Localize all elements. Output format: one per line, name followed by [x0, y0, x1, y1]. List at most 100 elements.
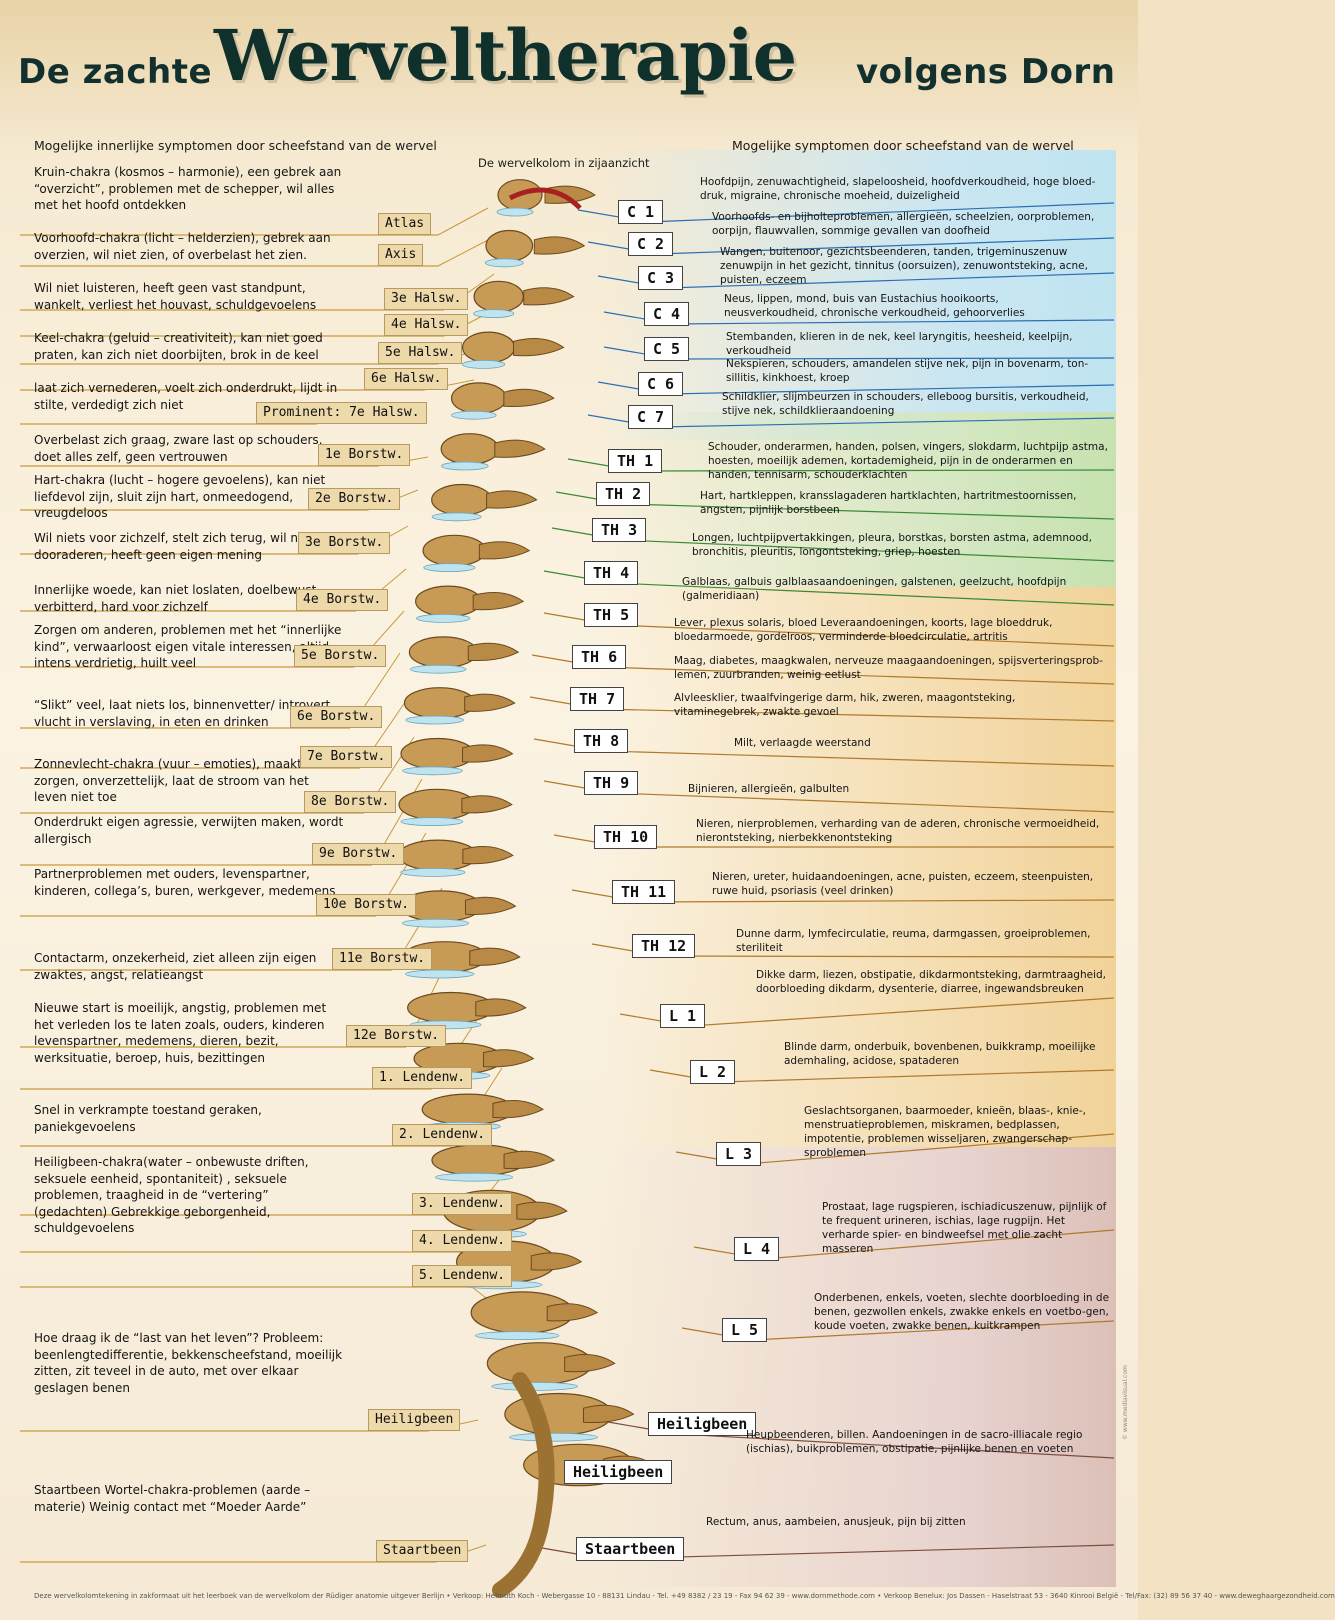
- spinous-process: [475, 998, 527, 1017]
- vertebra-code-box: C 7: [628, 405, 674, 429]
- vertebra-code-box: L 2: [690, 1060, 736, 1084]
- intervertebral-disc: [400, 817, 464, 826]
- vertebra-label: Prominent: 7e Halsw.: [256, 402, 427, 424]
- intervertebral-disc: [473, 309, 515, 319]
- vertebra-body: [408, 636, 478, 669]
- left-symptom-text: Heiligbeen-chakra(water – onbewuste drif…: [34, 1155, 309, 1235]
- right-leader-line: [751, 1320, 1115, 1341]
- right-leader-line: [667, 384, 1115, 395]
- spinous-process: [472, 591, 525, 611]
- intervertebral-disc: [496, 207, 534, 217]
- right-leader-line: [605, 1544, 1115, 1560]
- intervertebral-disc: [401, 918, 469, 928]
- right-leader-line: [673, 319, 1115, 325]
- right-leader-line: [613, 792, 1115, 813]
- right-symptom-text: Wangen, buitenoor, gezichtsbeenderen, ta…: [720, 246, 1088, 286]
- vertebra-code-box: C 2: [628, 232, 674, 256]
- vertebra-code-box: C 6: [638, 372, 684, 396]
- vertebra-code-box: TH 1: [608, 449, 663, 473]
- footer-credits: Deze wervelkolomtekening in zakformaat u…: [34, 1592, 1335, 1600]
- left-symptom-text: Zonnevlecht-chakra (vuur – emoties), maa…: [34, 757, 330, 804]
- left-symptom-text: Kruin-chakra (kosmos – harmonie), een ge…: [34, 165, 342, 212]
- right-symptom-text: Nekspieren, schouders, amandelen stijve …: [726, 358, 1089, 384]
- right-leader-line: [613, 582, 1115, 606]
- right-symptom-text: Voorhoofds- en bijholteproblemen, allerg…: [712, 211, 1095, 237]
- vertebra-label: 1e Borstw.: [318, 444, 411, 466]
- right-symptom-text: Nieren, ureter, huidaandoeningen, acne, …: [712, 871, 1094, 897]
- vertebra-body: [485, 229, 534, 262]
- right-symptom-text: Schouder, onderarmen, handen, polsen, vi…: [708, 441, 1108, 481]
- right-leader-line: [745, 1133, 1115, 1165]
- vertebra-label: Staartbeen: [376, 1540, 469, 1562]
- heiligbeen-box-2: Heiligbeen: [564, 1460, 673, 1484]
- right-leader-line: [657, 417, 1115, 428]
- right-symptom-text: Hoofdpijn, zenuwachtigheid, slapelooshei…: [700, 176, 1096, 202]
- vertebra-label: Axis: [378, 244, 424, 266]
- left-symptom-text: Wil niet luisteren, heeft geen vast stan…: [34, 281, 317, 312]
- title-main: Werveltherapie: [214, 14, 797, 97]
- vertebra-code-box: TH 6: [572, 645, 627, 669]
- vertebra-body: [422, 534, 487, 567]
- vertebra-label: 4e Borstw.: [296, 589, 389, 611]
- vertebra-body: [473, 280, 524, 313]
- vertebra-label: Atlas: [378, 213, 432, 235]
- intervertebral-disc: [423, 563, 476, 572]
- right-leader-line: [621, 539, 1115, 562]
- vertebra-code-box: C 4: [644, 302, 690, 326]
- intervertebral-disc: [400, 868, 466, 877]
- vertebra-label: 3. Lendenw.: [412, 1193, 513, 1215]
- spinous-process: [464, 693, 516, 712]
- vertebra-body: [440, 433, 500, 465]
- vertebra-label: 9e Borstw.: [312, 843, 405, 865]
- right-symptom-text: Nieren, nierproblemen, verharding van de…: [696, 818, 1100, 844]
- left-symptom-text: Snel in verkrampte toestand geraken, pan…: [34, 1103, 262, 1134]
- vertebra-code-box: L 5: [722, 1318, 768, 1342]
- vertebra-code-box: L 3: [716, 1142, 762, 1166]
- header-center: De wervelkolom in zijaanzicht: [478, 156, 650, 170]
- vertebra-label: 11e Borstw.: [332, 948, 433, 970]
- vertebra-code-box: C 5: [644, 337, 690, 361]
- band-thoracic-lower: [600, 587, 1116, 1147]
- left-symptom-text: Innerlijke woede, kan niet loslaten, doe…: [34, 583, 321, 614]
- right-symptom-text: Rectum, anus, aambeien, anusjeuk, pijn b…: [706, 1516, 966, 1528]
- left-symptom-text: “Slikt” veel, laat niets los, binnenvett…: [34, 698, 335, 729]
- intervertebral-disc: [405, 969, 475, 979]
- intervertebral-disc: [509, 1432, 598, 1442]
- title: De zachte Werveltherapie volgens Dorn: [0, 6, 1138, 126]
- right-leader-line: [657, 237, 1115, 255]
- spinous-process: [533, 236, 586, 255]
- spinous-process: [523, 287, 575, 306]
- left-symptom-text: Nieuwe start is moeilijk, angstig, probl…: [34, 1001, 327, 1065]
- intervertebral-disc: [431, 512, 482, 522]
- vertebra-code-box: TH 4: [584, 561, 639, 585]
- vertebra-code-box: TH 12: [632, 934, 696, 958]
- vertebra-label: 8e Borstw.: [304, 791, 397, 813]
- spinous-process: [478, 541, 531, 560]
- right-leader-line: [661, 955, 1115, 958]
- spinous-process: [464, 896, 517, 916]
- vertebra-code-box: Heiligbeen: [648, 1412, 757, 1436]
- vertebra-label: 12e Borstw.: [346, 1025, 447, 1047]
- vertebra-label: 2e Borstw.: [308, 488, 401, 510]
- vertebra-code-box: TH 11: [612, 880, 676, 904]
- left-symptom-text: Zorgen om anderen, problemen met het “in…: [34, 623, 342, 670]
- right-leader-line: [647, 202, 1115, 223]
- vertebra-code-box: TH 10: [594, 825, 658, 849]
- left-symptom-text: Onderdrukt eigen agressie, verwijten mak…: [34, 815, 344, 846]
- right-leader-line: [599, 708, 1115, 722]
- title-pre: De zachte: [18, 52, 213, 92]
- left-symptom-text: Keel-chakra (geluid – creativiteit), kan…: [34, 331, 323, 362]
- side-credit: © www.mediavisual.com: [1122, 1365, 1129, 1440]
- spinous-process: [469, 947, 521, 966]
- vertebra-code-box: C 3: [638, 266, 684, 290]
- left-symptom-text: Staartbeen Wortel-chakra-problemen (aard…: [34, 1483, 311, 1514]
- right-symptom-text: Schildklier, slijmbeurzen in schouders, …: [722, 391, 1089, 417]
- vertebra-label: 5e Borstw.: [294, 645, 387, 667]
- spinous-process: [482, 1049, 535, 1068]
- spinous-process: [486, 490, 538, 509]
- right-symptom-text: Stembanden, klieren in de nek, keel lary…: [726, 331, 1073, 357]
- right-leader-line: [637, 469, 1115, 472]
- right-leader-line: [641, 899, 1115, 903]
- right-symptom-text: Blinde darm, onderbuik, bovenbenen, buik…: [784, 1041, 1096, 1067]
